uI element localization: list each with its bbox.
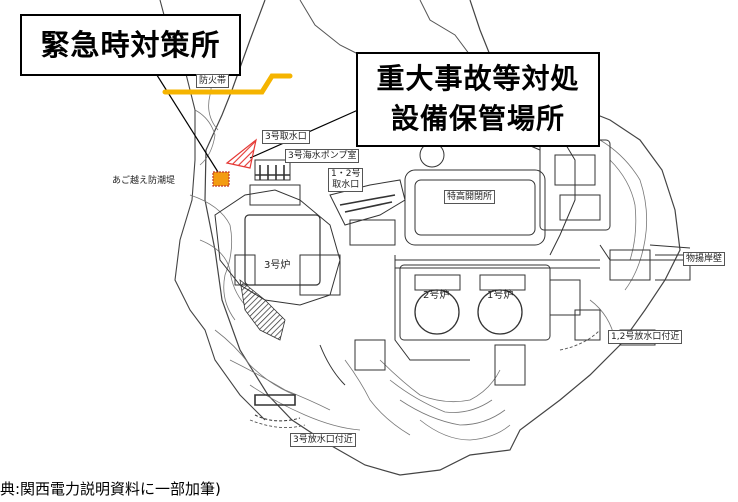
label-unit2-reactor: 2号炉 bbox=[423, 290, 450, 301]
callout-emergency-center: 緊急時対策所 bbox=[20, 14, 241, 76]
label-unit3-pump-room: 3号海水ポンプ室 bbox=[285, 149, 360, 163]
source-caption: 典:関西電力説明資料に一部加筆) bbox=[0, 480, 221, 498]
label-unit12-intake-line2: 取水口 bbox=[332, 180, 360, 190]
pump-area bbox=[249, 159, 301, 206]
label-unit12-intake: 1・2号 取水口 bbox=[328, 168, 364, 192]
storage-area-marker bbox=[225, 138, 257, 169]
unit3-block bbox=[214, 189, 341, 306]
contours-south bbox=[344, 359, 511, 441]
label-unit3-outlet: 3号放水口付近 bbox=[290, 433, 356, 447]
cargo-pier-line bbox=[649, 244, 691, 249]
callout-equipment-line1: 重大事故等対処 bbox=[376, 62, 580, 95]
north-road bbox=[299, 0, 361, 56]
label-firewall: 防火帯 bbox=[196, 74, 230, 88]
callout-equipment-line2: 設備保管場所 bbox=[390, 102, 565, 135]
contours-west bbox=[189, 59, 361, 431]
label-unit3-reactor: 3号炉 bbox=[264, 260, 291, 271]
switchyard bbox=[404, 169, 546, 246]
firewall-line bbox=[162, 73, 293, 95]
unit3-hatched-slope bbox=[239, 279, 286, 341]
label-unit12-outlet: 1,2号放水口付近 bbox=[608, 330, 683, 344]
callout-equipment-storage: 重大事故等対処 設備保管場所 bbox=[356, 52, 600, 147]
unit12-outlet-arc bbox=[559, 329, 601, 351]
emergency-center-marker bbox=[212, 171, 230, 187]
south-structures bbox=[254, 339, 526, 422]
label-switchyard: 特高開閉所 bbox=[444, 190, 496, 204]
leader-emergency bbox=[154, 71, 219, 173]
label-unit3-intake: 3号取水口 bbox=[262, 130, 310, 144]
unit3-outlet-arc bbox=[249, 419, 306, 429]
label-unit12-intake-line1: 1・2号 bbox=[331, 169, 361, 179]
unit12-block bbox=[399, 264, 581, 341]
label-cargo-pier: 物揚岸壁 bbox=[683, 252, 726, 266]
label-ago-seawall: あご越え防潮堤 bbox=[112, 176, 176, 186]
label-unit1-reactor: 1号炉 bbox=[487, 290, 514, 301]
